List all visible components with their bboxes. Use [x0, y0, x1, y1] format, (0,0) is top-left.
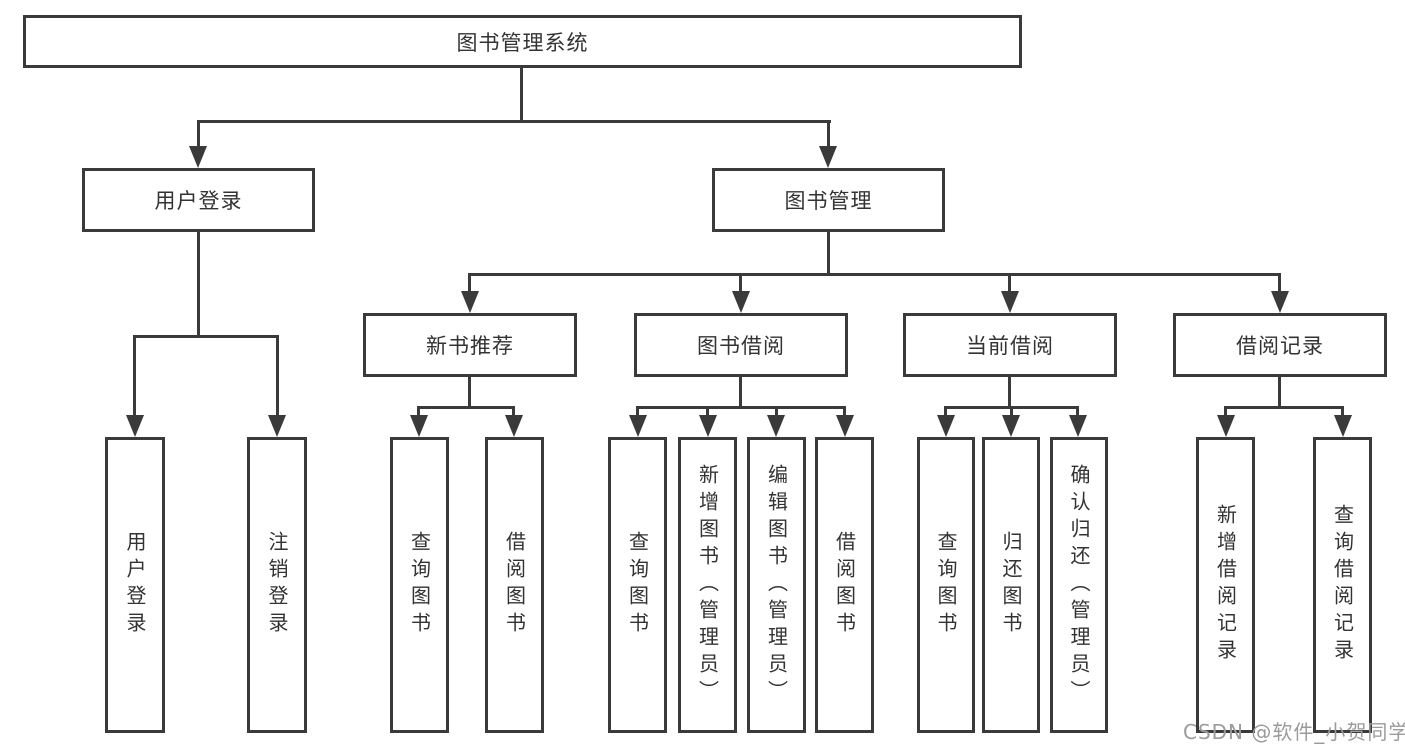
arrow-down-icon	[1334, 415, 1352, 437]
node-leaf-cb-return-books: 归还图书	[982, 437, 1040, 733]
arrow-down-icon	[189, 146, 207, 168]
arrow-down-icon	[268, 415, 286, 437]
node-user-login: 用户登录	[82, 168, 315, 232]
node-label: 图书管理	[784, 189, 873, 213]
arrow-down-icon	[699, 415, 717, 437]
node-leaf-cb-query-books: 查询图书	[917, 437, 975, 733]
node-borrow-records: 借阅记录	[1173, 313, 1387, 377]
connector-book-mgmt-vline	[827, 232, 830, 275]
arrow-down-icon	[1217, 415, 1235, 437]
node-label: 注销登录	[265, 531, 289, 639]
connector-borrow-record-hline	[1224, 406, 1344, 409]
arrow-down-icon	[1069, 415, 1087, 437]
node-label: 借阅记录	[1236, 334, 1324, 358]
connector-root-hline	[197, 120, 831, 123]
connector-stem	[775, 406, 778, 418]
node-leaf-cb-confirm-return-admin: 确认归还（管理员）	[1050, 437, 1108, 733]
arrow-down-icon	[126, 415, 144, 437]
connector-stem	[636, 406, 639, 418]
node-leaf-bb-add-books-admin: 新增图书（管理员）	[678, 437, 737, 733]
arrow-down-icon	[461, 291, 479, 313]
connector-stem	[706, 406, 709, 418]
connector-stem	[1076, 406, 1079, 418]
node-label: 图书借阅	[697, 334, 785, 358]
node-book-management: 图书管理	[712, 168, 945, 232]
node-label: 新增借阅记录	[1213, 504, 1238, 666]
connector-stem-new-book-rec	[468, 273, 471, 295]
node-leaf-nbr-query-books: 查询图书	[390, 437, 449, 733]
connector-stem	[1224, 406, 1227, 418]
node-label: 确认归还（管理员）	[1067, 463, 1091, 707]
watermark: CSDN @软件_小贺同学	[1183, 720, 1405, 744]
connector-stem-book-mgmt	[827, 120, 830, 150]
node-book-borrowing: 图书借阅	[634, 313, 848, 377]
arrow-down-icon	[629, 415, 647, 437]
connector-stem-login	[133, 335, 136, 417]
node-label: 用户登录	[123, 531, 147, 639]
node-label: 借阅图书	[502, 531, 527, 639]
connector-borrow-record-vline	[1278, 377, 1281, 408]
arrow-down-icon	[1271, 291, 1289, 313]
node-leaf-br-add-record: 新增借阅记录	[1196, 437, 1255, 733]
connector-book-borrow-vline	[739, 377, 742, 408]
node-leaf-bb-query-books: 查询图书	[608, 437, 667, 733]
connector-new-book-rec-vline	[468, 377, 471, 408]
node-label: 编辑图书（管理员）	[764, 463, 789, 707]
connector-user-login-hline	[133, 335, 279, 338]
node-label: 查询图书	[407, 531, 432, 639]
node-leaf-logout: 注销登录	[247, 437, 307, 733]
arrow-down-icon	[767, 415, 785, 437]
arrow-down-icon	[505, 415, 523, 437]
node-leaf-user-login: 用户登录	[105, 437, 165, 733]
node-leaf-br-query-record: 查询借阅记录	[1313, 437, 1372, 733]
connector-stem	[843, 406, 846, 418]
node-label: 借阅图书	[832, 531, 857, 639]
connector-root-vline	[520, 68, 523, 123]
node-leaf-bb-borrow-books: 借阅图书	[815, 437, 874, 733]
node-library-management-system: 图书管理系统	[23, 15, 1022, 68]
connector-stem	[417, 406, 420, 418]
node-current-borrowing: 当前借阅	[903, 313, 1117, 377]
node-label: 查询图书	[625, 531, 650, 639]
node-label: 用户登录	[154, 189, 243, 213]
arrow-down-icon	[819, 146, 837, 168]
connector-stem	[944, 406, 947, 418]
node-leaf-bb-edit-books-admin: 编辑图书（管理员）	[747, 437, 806, 733]
connector-book-mgmt-hline	[468, 273, 1281, 276]
connector-current-borrow-vline	[1008, 377, 1011, 408]
node-label: 归还图书	[999, 531, 1023, 639]
arrow-down-icon	[732, 291, 750, 313]
node-label: 新书推荐	[426, 334, 514, 358]
arrow-down-icon	[410, 415, 428, 437]
connector-new-book-rec-hline	[417, 406, 515, 409]
connector-stem-user-login	[197, 120, 200, 150]
arrow-down-icon	[1002, 415, 1020, 437]
connector-stem-logout	[276, 335, 279, 417]
arrow-down-icon	[836, 415, 854, 437]
connector-book-borrow-hline	[636, 406, 846, 409]
node-label: 当前借阅	[966, 334, 1054, 358]
connector-stem	[1010, 406, 1013, 418]
node-label: 图书管理系统	[456, 30, 589, 55]
node-label: 查询借阅记录	[1330, 504, 1355, 666]
connector-stem	[1341, 406, 1344, 418]
connector-stem-current-borrow	[1008, 273, 1011, 295]
node-leaf-nbr-borrow-books: 借阅图书	[485, 437, 544, 733]
node-label: 新增图书（管理员）	[695, 463, 720, 707]
connector-stem-book-borrow	[739, 273, 742, 295]
connector-user-login-vline	[197, 232, 200, 337]
arrow-down-icon	[937, 415, 955, 437]
connector-stem	[512, 406, 515, 418]
arrow-down-icon	[1001, 291, 1019, 313]
node-new-book-recommend: 新书推荐	[363, 313, 577, 377]
connector-stem-borrow-record	[1278, 273, 1281, 295]
node-label: 查询图书	[934, 531, 958, 639]
